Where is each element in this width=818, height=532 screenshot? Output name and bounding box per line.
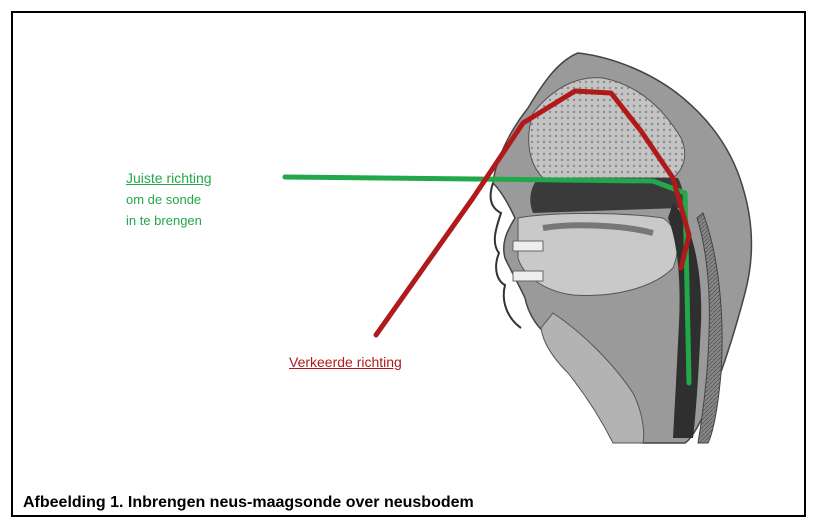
correct-direction-line2: om de sonde [126, 189, 212, 210]
head-section [491, 53, 752, 443]
correct-direction-label: Juiste richting om de sonde in te brenge… [126, 168, 212, 231]
figure-caption: Afbeelding 1. Inbrengen neus-maagsonde o… [23, 494, 474, 512]
figure-frame: Juiste richting om de sonde in te brenge… [11, 11, 806, 517]
correct-direction-line3: in te brengen [126, 210, 212, 231]
wrong-direction-label: Verkeerde richting [289, 354, 402, 370]
anatomy-illustration [13, 13, 804, 515]
correct-direction-line1: Juiste richting [126, 168, 212, 189]
